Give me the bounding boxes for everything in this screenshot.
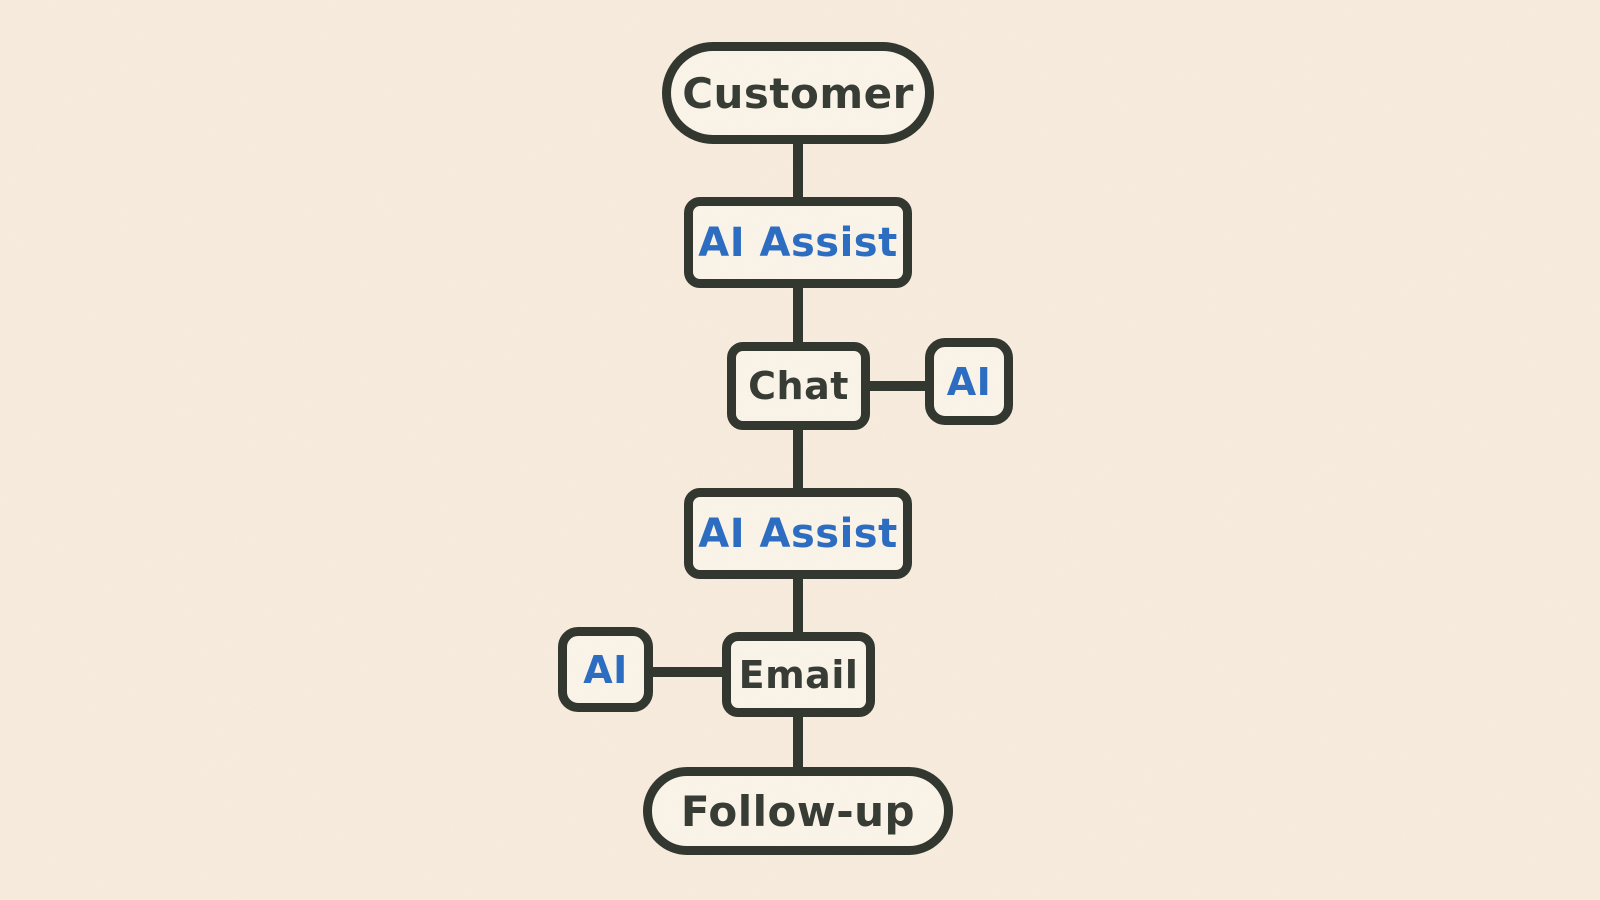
node-ai-assist-2-label: AI Assist	[698, 510, 898, 557]
connector-chat-aiassist2	[793, 426, 803, 492]
node-ai-assist-1: AI Assist	[684, 197, 912, 288]
node-ai-assist-1-label: AI Assist	[698, 219, 898, 266]
connector-aiassist2-email	[793, 575, 803, 636]
node-follow-up-label: Follow-up	[680, 786, 916, 836]
node-chat-label: Chat	[748, 364, 849, 408]
node-customer-label: Customer	[682, 68, 914, 118]
node-ai-left: AI	[558, 627, 653, 712]
node-ai-right: AI	[925, 338, 1013, 425]
node-follow-up: Follow-up	[643, 767, 953, 855]
connector-aiassist1-chat	[793, 284, 803, 346]
connector-chat-ai-right	[866, 381, 929, 391]
connector-customer-aiassist1	[793, 140, 803, 200]
node-customer: Customer	[662, 42, 934, 144]
connector-ai-left-email	[649, 667, 726, 677]
connector-email-followup	[793, 713, 803, 771]
node-chat: Chat	[727, 342, 870, 430]
node-ai-left-label: AI	[583, 647, 628, 692]
node-ai-assist-2: AI Assist	[684, 488, 912, 579]
node-email: Email	[722, 632, 875, 717]
node-ai-right-label: AI	[946, 359, 992, 404]
node-email-label: Email	[738, 652, 859, 697]
